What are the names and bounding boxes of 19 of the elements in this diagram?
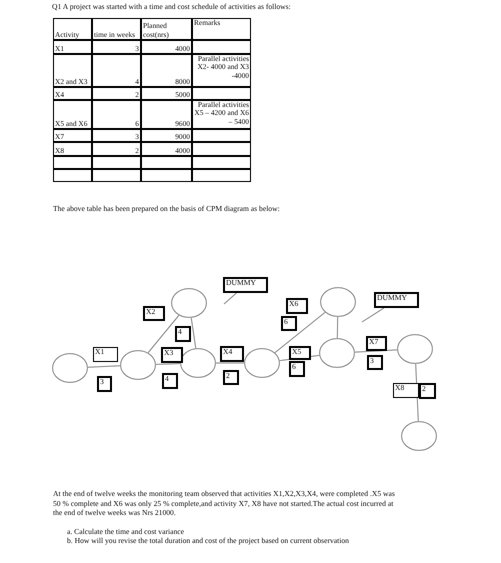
connector-line — [216, 362, 244, 364]
connector-line — [279, 354, 320, 362]
connector-line — [336, 316, 338, 338]
connector-line — [148, 314, 180, 354]
event-circle — [397, 334, 433, 364]
event-circle — [180, 348, 216, 378]
event-circle — [171, 288, 207, 318]
event-circle — [320, 287, 356, 317]
event-circle — [244, 348, 280, 378]
connector-line — [155, 363, 181, 365]
event-circle — [120, 350, 156, 380]
event-circle — [52, 353, 88, 383]
connector-line — [354, 349, 398, 353]
leader-line — [362, 308, 384, 322]
connector-line — [274, 312, 326, 354]
event-circle — [319, 338, 355, 368]
event-circle — [401, 421, 437, 451]
connector-line — [190, 317, 196, 349]
leader-line — [224, 292, 237, 304]
